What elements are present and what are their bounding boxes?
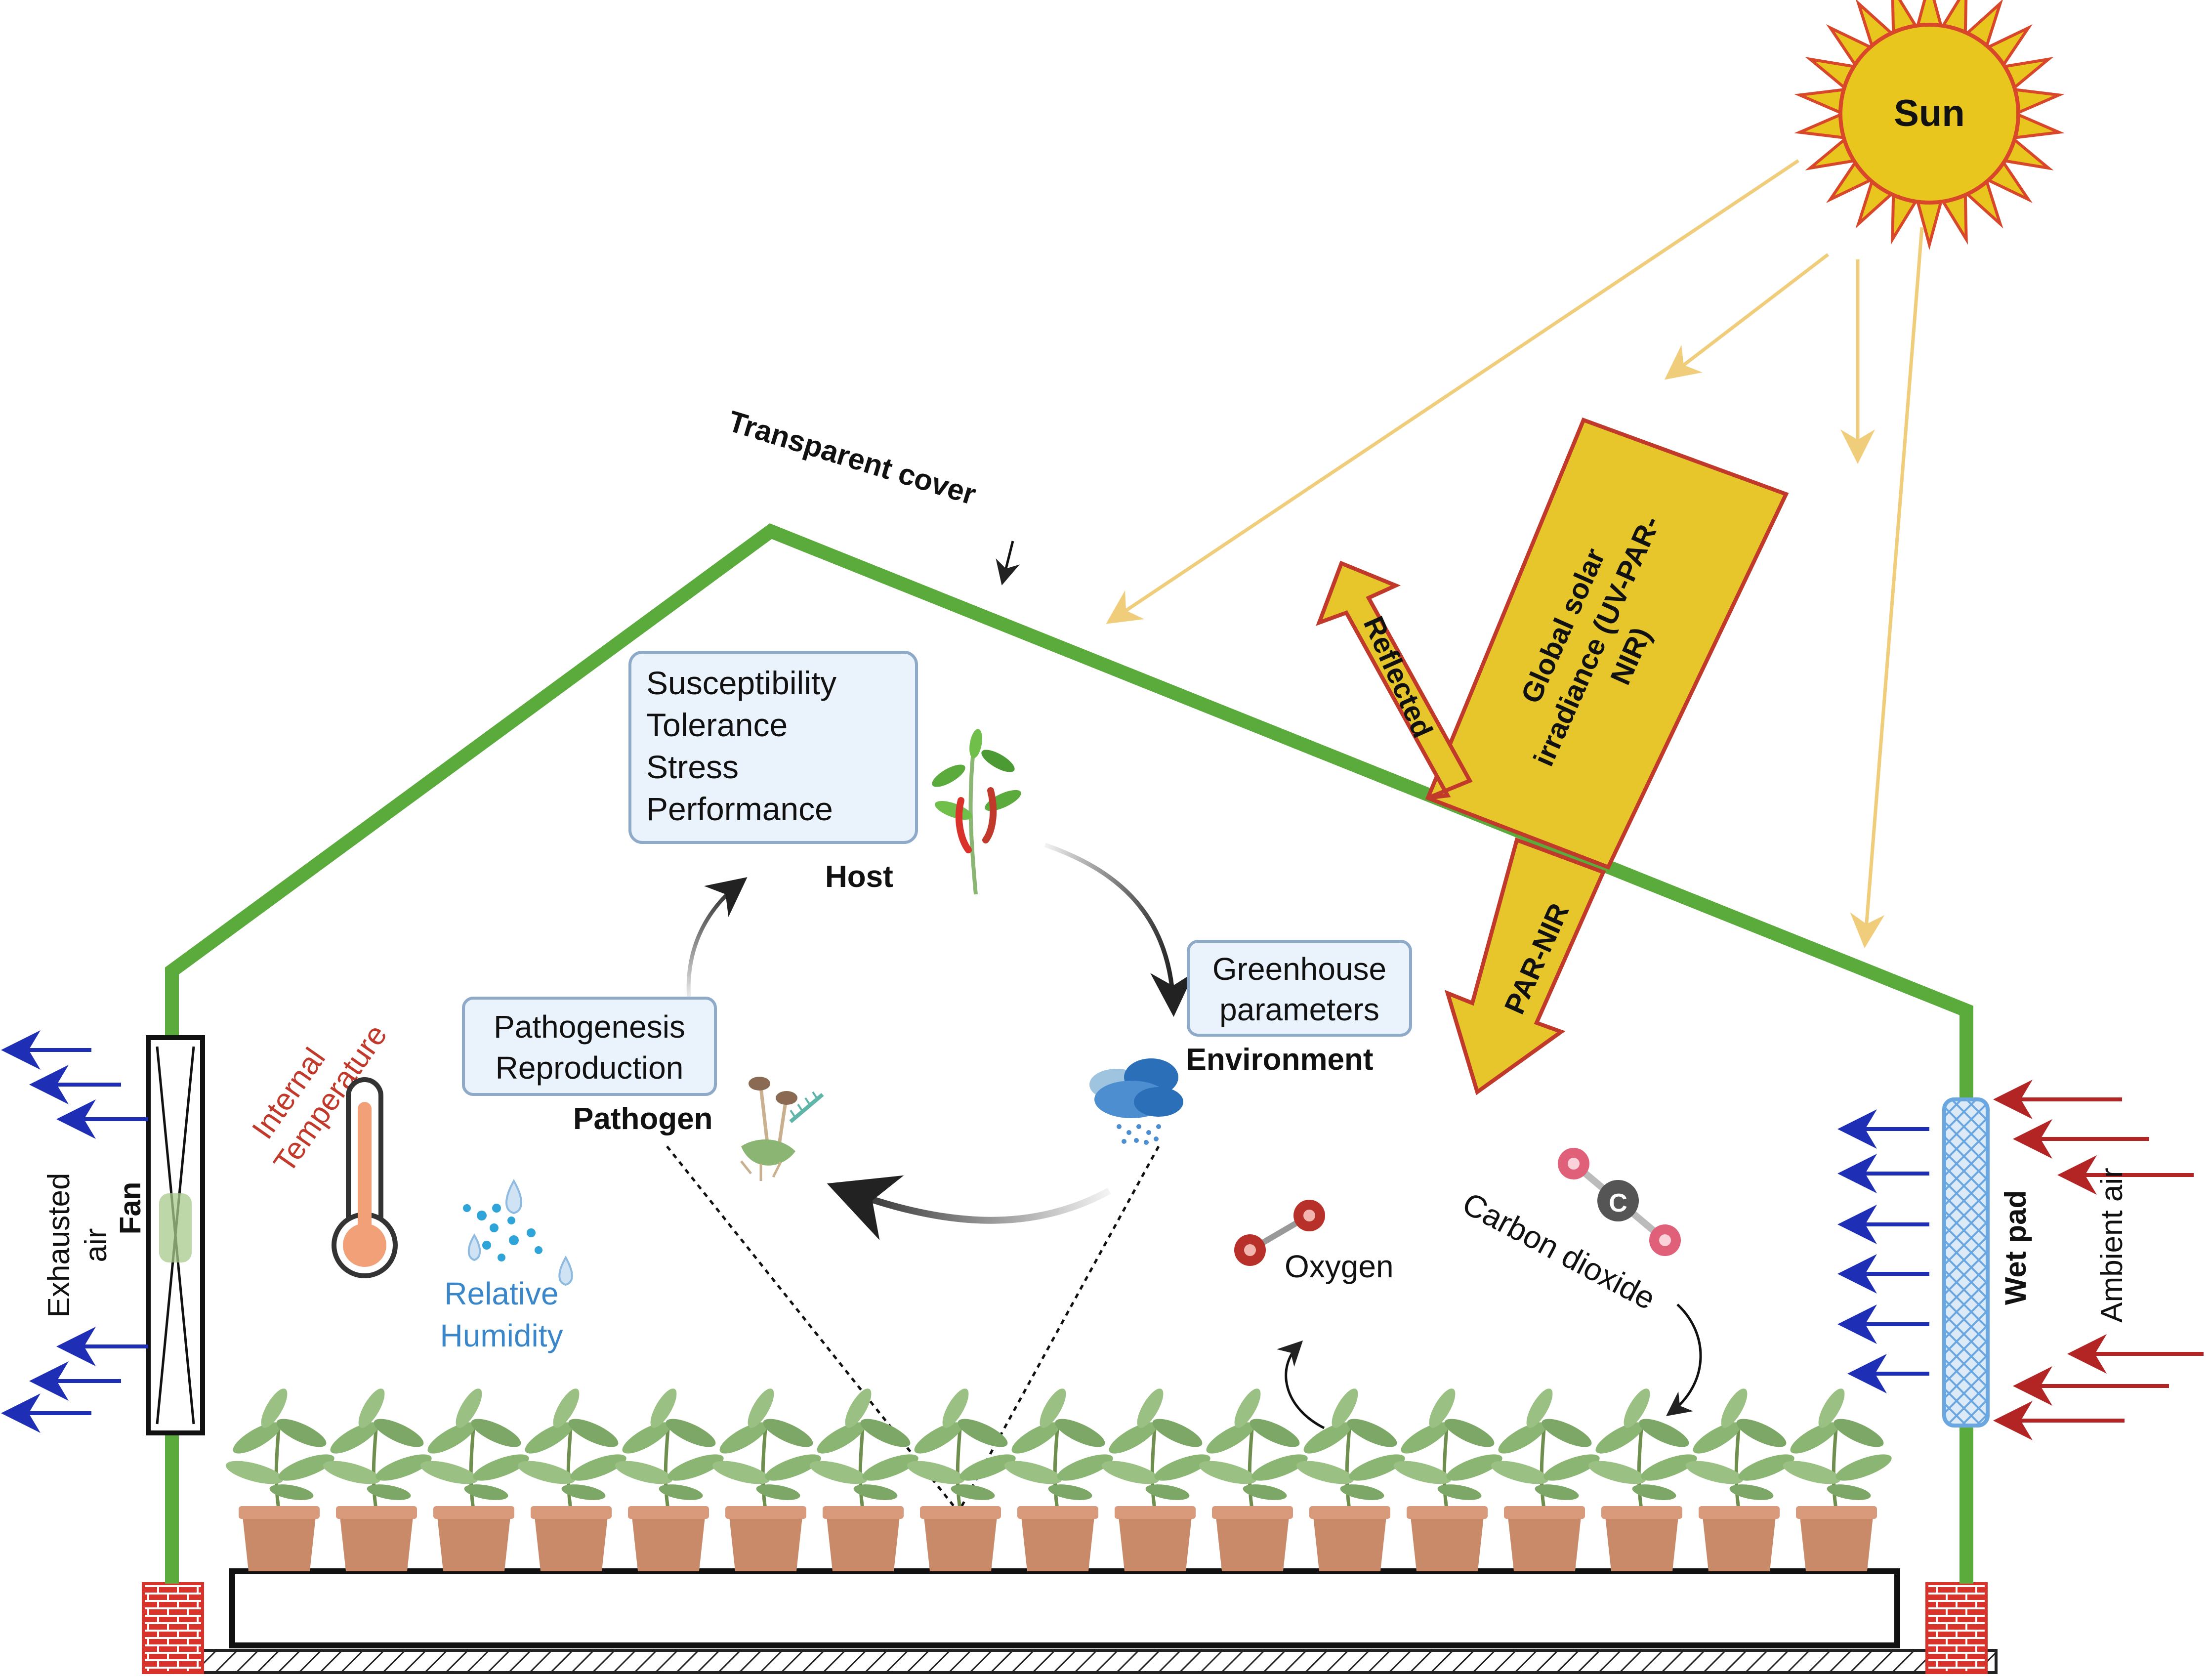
host-label: Host [825,860,893,894]
ambient-air-arrows [1993,1080,2204,1440]
global-solar-irradiance-arrow [1425,417,1789,870]
potted-plant [807,1385,921,1571]
relative-humidity-line2: Humidity [440,1318,563,1353]
potted-plant [418,1385,532,1571]
pathogen-box-line1: Pathogenesis [494,1009,685,1045]
environment-to-pathogen-arrow [827,1175,1111,1240]
par-nir-arrow [1444,837,1606,1095]
potted-plant [710,1385,824,1571]
exhausted-air-line2: air [79,1228,113,1262]
wet-pad-label: Wet pad [1999,1190,2032,1305]
greenhouse-box-line2: parameters [1219,992,1379,1027]
relative-humidity-line1: Relative [444,1276,558,1311]
potted-plant [1002,1385,1116,1571]
humidity-droplets-icon [463,1178,573,1286]
pathogen-info-box [462,997,717,1096]
host-box-tolerance: Tolerance [646,707,788,743]
transparent-cover-label: Transparent cover [724,404,980,511]
ground-hatch [191,1649,1998,1674]
potted-plant [515,1385,629,1571]
pathogen-to-host-arrow [686,877,748,1004]
fan [146,1035,205,1435]
oxygen-label: Oxygen [1285,1249,1394,1284]
chili-plant-icon [932,729,1021,895]
cloud-rain-icon [1089,1058,1183,1145]
potted-plant [321,1385,434,1571]
potted-plant [1099,1385,1213,1571]
environment-label: Environment [1186,1043,1374,1077]
host-to-environment-arrow [1044,842,1195,1017]
potted-plant [1197,1385,1310,1571]
wet-pad [1942,1097,1990,1428]
potted-plant [905,1385,1018,1571]
exhaust-air-arrows [1,1030,148,1433]
fan-label: Fan [114,1182,147,1235]
pathogen-box-line2: Reproduction [496,1050,684,1086]
right-brick-foundation [1925,1582,1988,1674]
reflected-arrow [1316,560,1473,800]
pathogen-label: Pathogen [573,1102,712,1136]
host-box-performance: Performance [646,791,833,827]
host-box-susceptibility: Susceptibility [646,665,836,701]
fungus-pathogen-icon [740,1077,824,1181]
ambient-air-label: Ambient air [2095,1168,2129,1323]
potted-plant [223,1385,337,1571]
host-info-box [628,651,918,844]
carbon-dioxide-molecule-icon [1558,1148,1681,1256]
plant-bench [229,1568,1900,1648]
potted-plant [1781,1385,1894,1571]
potted-plants-row [223,1385,1894,1571]
left-brick-foundation [142,1582,204,1674]
potted-plant [1586,1385,1700,1571]
oxygen-molecule-icon [1234,1200,1325,1266]
potted-plant [613,1385,726,1571]
carbon-dioxide-uptake-arrow [1666,1303,1702,1417]
sun-rays [1106,159,1924,948]
potted-plant [1391,1385,1505,1571]
transparent-cover-pointer [996,541,1020,586]
host-box-stress: Stress [646,749,739,785]
potted-plant [1683,1385,1797,1571]
sun-icon [1794,0,2065,251]
greenhouse-parameters-box [1187,940,1412,1037]
exhausted-air-line1: Exhausted [42,1173,76,1318]
greenhouse-box-line1: Greenhouse [1212,951,1386,987]
sun-label: Sun [1894,92,1965,134]
oxygen-release-arrow [1277,1340,1325,1429]
reflected-label: Reflected [1357,612,1439,743]
thermometer-icon [332,1077,398,1278]
potted-plant [1489,1385,1602,1571]
potted-plant [1294,1385,1408,1571]
co2-carbon-atom-label: C [1609,1189,1627,1218]
cooled-air-arrows [1837,1109,1929,1393]
